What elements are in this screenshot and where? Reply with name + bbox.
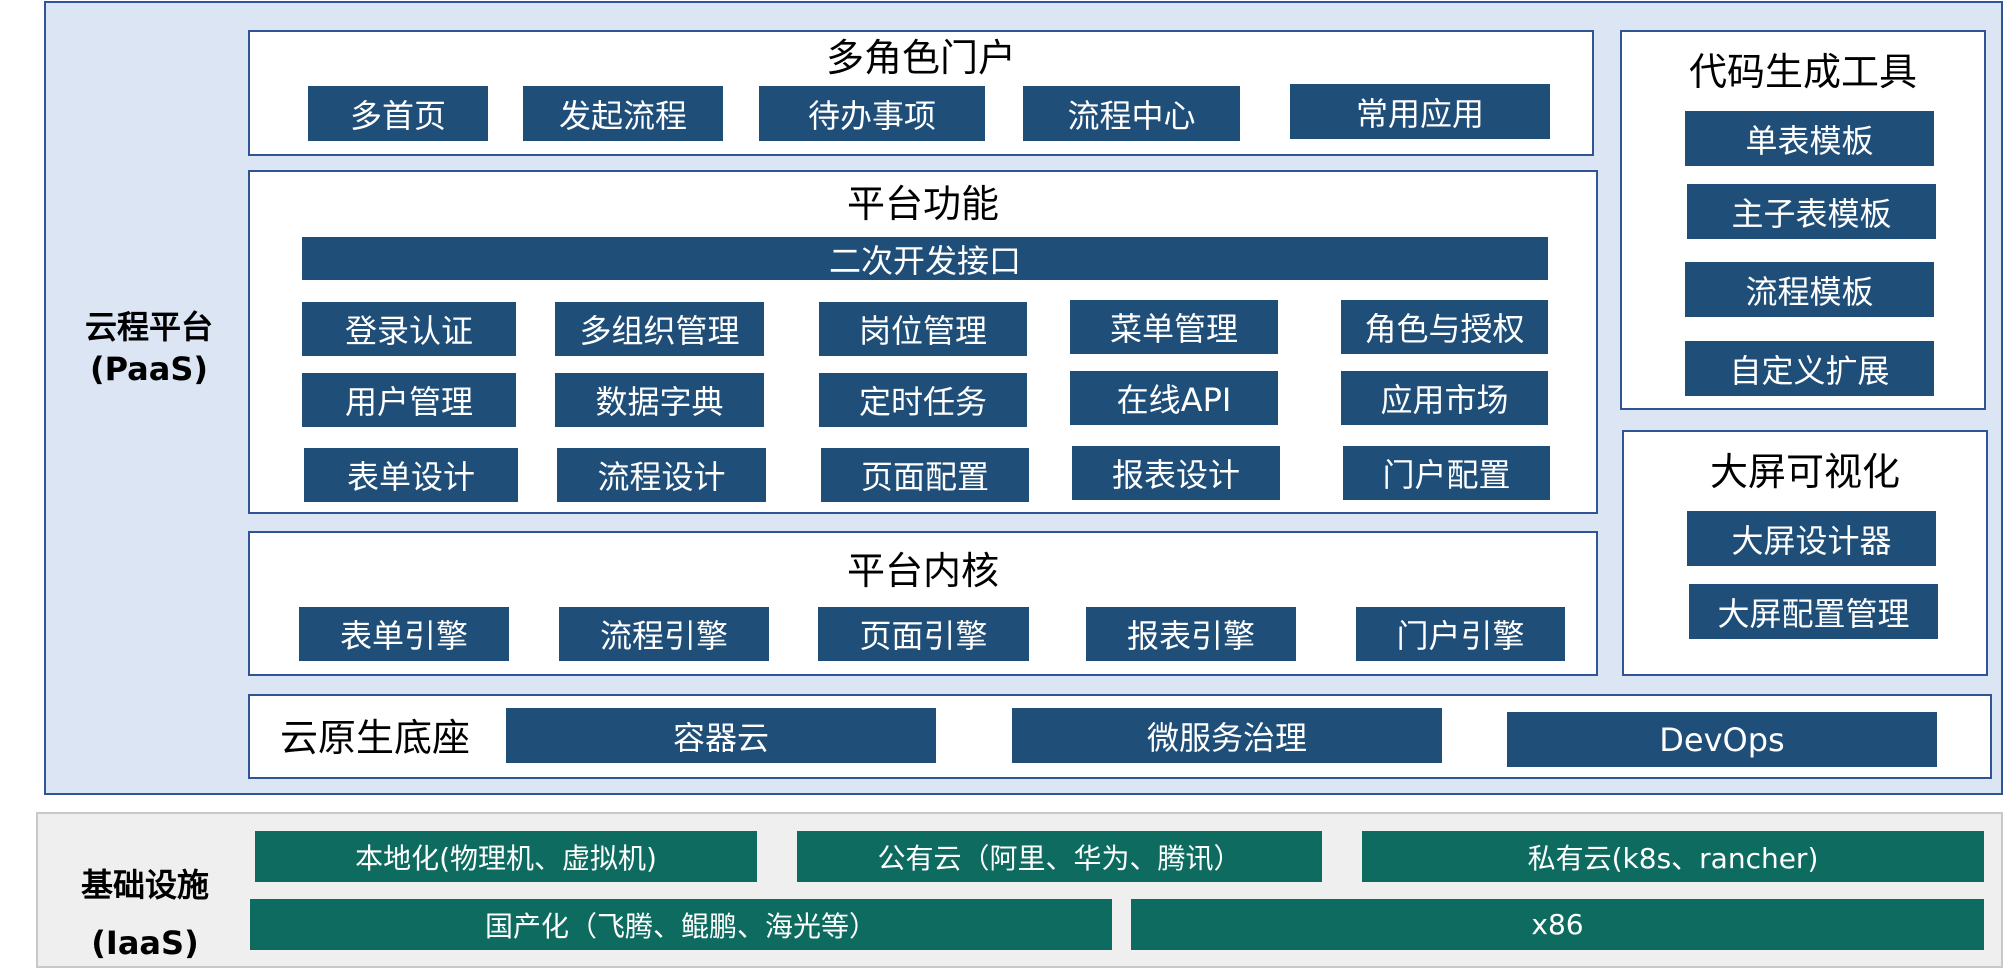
code-gen-single-table[interactable]: 单表模板 — [1685, 111, 1934, 166]
cloud-native-microservice-governance[interactable]: 微服务治理 — [1012, 708, 1442, 763]
portal-title: 多角色门户 — [825, 36, 1016, 80]
portal-item-home[interactable]: 多首页 — [308, 86, 488, 141]
code-gen-process-template[interactable]: 流程模板 — [1685, 262, 1934, 317]
function-login-auth[interactable]: 登录认证 — [302, 302, 516, 356]
paas-label-title: 云程平台 — [84, 308, 213, 346]
function-multi-org[interactable]: 多组织管理 — [555, 302, 764, 356]
function-online-api[interactable]: 在线API — [1070, 371, 1278, 425]
portal-item-process-center[interactable]: 流程中心 — [1023, 86, 1240, 141]
platform-functions-title: 平台功能 — [846, 182, 999, 226]
big-screen-title: 大屏可视化 — [1709, 450, 1900, 494]
portal-item-todo[interactable]: 待办事项 — [759, 86, 985, 141]
big-screen-config-mgmt[interactable]: 大屏配置管理 — [1689, 584, 1938, 639]
kernel-page-engine[interactable]: 页面引擎 — [818, 607, 1029, 661]
code-gen-master-detail[interactable]: 主子表模板 — [1687, 184, 1936, 239]
function-data-dictionary[interactable]: 数据字典 — [555, 373, 764, 427]
function-app-market[interactable]: 应用市场 — [1341, 371, 1548, 425]
function-menu-mgmt[interactable]: 菜单管理 — [1070, 300, 1278, 354]
cloud-native-container-cloud[interactable]: 容器云 — [506, 708, 936, 763]
iaas-x86[interactable]: x86 — [1131, 899, 1984, 950]
kernel-report-engine[interactable]: 报表引擎 — [1086, 607, 1296, 661]
function-page-config[interactable]: 页面配置 — [821, 448, 1029, 502]
iaas-label: 基础设施 (IaaS) — [60, 856, 230, 972]
function-user-mgmt[interactable]: 用户管理 — [302, 373, 516, 427]
cloud-native-title: 云原生底座 — [280, 716, 471, 760]
iaas-label-subtitle: (IaaS) — [91, 924, 199, 962]
big-screen-designer[interactable]: 大屏设计器 — [1687, 511, 1936, 566]
paas-label: 云程平台 (PaaS) — [64, 306, 234, 390]
function-process-design[interactable]: 流程设计 — [557, 448, 766, 502]
cloud-native-devops[interactable]: DevOps — [1507, 712, 1937, 767]
iaas-local-deployment[interactable]: 本地化(物理机、虚拟机) — [255, 831, 757, 882]
kernel-process-engine[interactable]: 流程引擎 — [559, 607, 769, 661]
code-gen-custom-extension[interactable]: 自定义扩展 — [1685, 341, 1934, 396]
paas-label-subtitle: (PaaS) — [89, 350, 209, 388]
function-portal-config[interactable]: 门户配置 — [1343, 446, 1550, 500]
function-report-design[interactable]: 报表设计 — [1072, 446, 1280, 500]
function-scheduled-tasks[interactable]: 定时任务 — [819, 373, 1027, 427]
portal-item-common-apps[interactable]: 常用应用 — [1290, 84, 1550, 139]
code-gen-title: 代码生成工具 — [1688, 50, 1917, 94]
function-position-mgmt[interactable]: 岗位管理 — [819, 302, 1027, 356]
function-role-auth[interactable]: 角色与授权 — [1341, 300, 1548, 354]
platform-kernel-title: 平台内核 — [846, 549, 999, 593]
iaas-domestic-chips[interactable]: 国产化（飞腾、鲲鹏、海光等） — [250, 899, 1112, 950]
function-form-design[interactable]: 表单设计 — [304, 448, 518, 502]
kernel-portal-engine[interactable]: 门户引擎 — [1356, 607, 1565, 661]
iaas-label-title: 基础设施 — [80, 866, 209, 904]
kernel-form-engine[interactable]: 表单引擎 — [299, 607, 509, 661]
secondary-dev-interface-bar[interactable]: 二次开发接口 — [302, 237, 1548, 280]
portal-item-start-process[interactable]: 发起流程 — [523, 86, 723, 141]
iaas-private-cloud[interactable]: 私有云(k8s、rancher) — [1362, 831, 1984, 882]
iaas-public-cloud[interactable]: 公有云（阿里、华为、腾讯） — [797, 831, 1322, 882]
